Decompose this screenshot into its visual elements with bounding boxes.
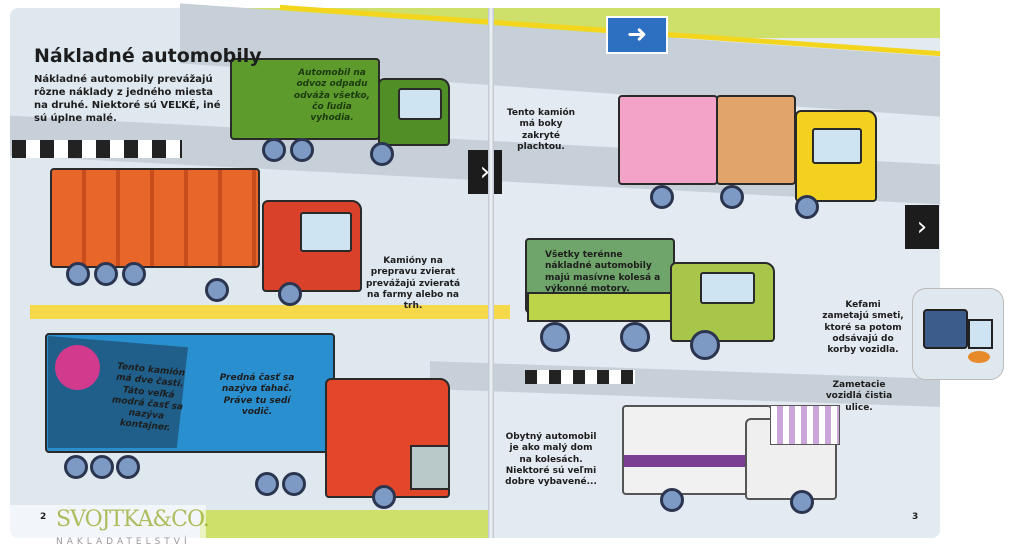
garbage-truck-text: Automobil na odvoz odpadu odváža všetko,…: [294, 68, 370, 123]
wheel: [795, 195, 819, 219]
cab-window: [700, 272, 755, 304]
yellow-wall: [30, 305, 510, 319]
publisher-watermark: SVOJTKA&CO. NAKLADATELSTVÍ: [6, 505, 210, 551]
container-text: Tento kamión má dve časti. Táto veľká mo…: [111, 361, 186, 434]
sweeper-body: [923, 309, 968, 349]
tarp-truck-cargo: [716, 95, 796, 185]
wheel: [278, 282, 302, 306]
animal-truck-trailer: [50, 168, 260, 268]
wheel: [690, 330, 720, 360]
watermark-sub: NAKLADATELSTVÍ: [56, 537, 191, 547]
tractor-text: Predná časť sa nazýva ťahač. Práve tu se…: [219, 373, 295, 417]
wheel: [290, 138, 314, 162]
wheel: [94, 262, 118, 286]
wheel: [650, 185, 674, 209]
sweeper-brush: [968, 351, 990, 363]
tarp-truck-curtain: [618, 95, 718, 185]
wheel: [660, 488, 684, 512]
sweeper-text: Kefami zametajú smeti, ktoré sa potom od…: [822, 300, 904, 355]
wheel: [262, 138, 286, 162]
book-spine: [488, 8, 494, 538]
grille: [410, 445, 450, 490]
rv-stripe: [624, 455, 770, 467]
chevron-barrier: [12, 140, 182, 158]
wheel: [540, 322, 570, 352]
wheel: [255, 472, 279, 496]
wheel: [620, 322, 650, 352]
rv-text: Obytný automobil je ako malý dom na kole…: [505, 432, 597, 487]
intro-text: Nákladné automobily prevážajú rôzne nákl…: [34, 74, 221, 124]
offroad-truck-base: [527, 292, 673, 322]
sweeper-cab: [968, 319, 993, 349]
cab-window: [300, 212, 352, 252]
wheel: [64, 455, 88, 479]
chevron-road-sign-icon: ›: [468, 150, 502, 194]
wheel: [116, 455, 140, 479]
wheel: [205, 278, 229, 302]
rv-awning: [770, 405, 840, 445]
street-sweeper-tab[interactable]: [912, 288, 1004, 380]
wheel: [66, 262, 90, 286]
animal-truck-text: Kamióny na prepravu zvierat prevážajú zv…: [365, 256, 461, 311]
watermark-brand: SVOJTKA&CO.: [56, 507, 210, 532]
page-number-right: 3: [912, 512, 919, 522]
wheel: [720, 185, 744, 209]
garbage-truck: [230, 58, 380, 140]
chevron-road-sign-icon: ›: [905, 205, 939, 249]
banana-logo: [55, 345, 100, 390]
wheel: [90, 455, 114, 479]
sweeper-caption: Zametacie vozidlá čistia ulice.: [825, 380, 893, 413]
page-number-left: 2: [40, 512, 47, 522]
arrow-right-sign-icon: ➜: [606, 16, 668, 54]
wheel: [790, 490, 814, 514]
wheel: [370, 142, 394, 166]
grass-strip-bottom: [200, 510, 490, 538]
wheel: [282, 472, 306, 496]
cab-window: [398, 88, 442, 120]
chevron-barrier: [525, 370, 635, 384]
offroad-truck-text: Všetky terénne nákladné automobily majú …: [545, 250, 661, 294]
wheel: [372, 485, 396, 509]
wheel: [122, 262, 146, 286]
page-title: Nákladné automobily: [34, 45, 262, 67]
cab-window: [812, 128, 862, 164]
tarp-truck-text: Tento kamión má boky zakryté plachtou.: [506, 108, 576, 152]
